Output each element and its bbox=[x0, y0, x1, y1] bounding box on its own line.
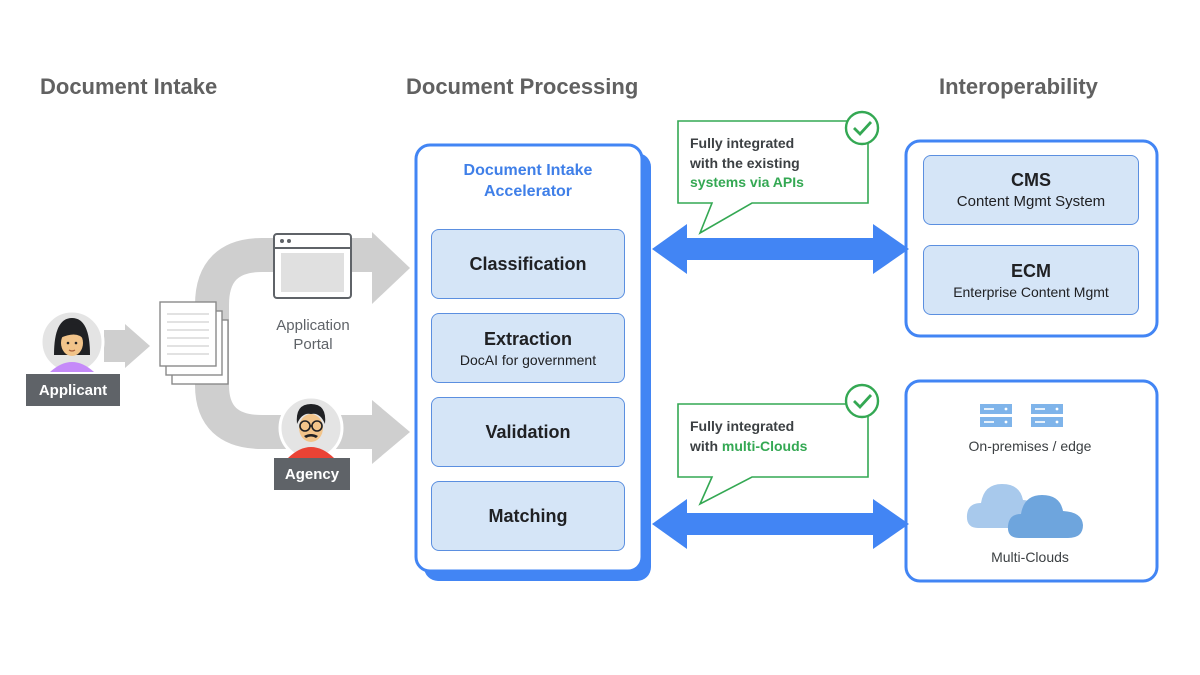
infrastructure-panel bbox=[904, 379, 1159, 583]
step-name: Matching bbox=[488, 505, 568, 526]
section-title-processing: Document Processing bbox=[406, 74, 639, 99]
step-name: Classification bbox=[469, 253, 587, 274]
step-name: Validation bbox=[485, 421, 571, 442]
section-title-interoperability: Interoperability bbox=[939, 74, 1098, 99]
system-name: CMS bbox=[1011, 170, 1051, 190]
step-subtitle: DocAI for government bbox=[459, 351, 597, 368]
accelerator-title: Document Intake Accelerator bbox=[430, 160, 626, 202]
step-extraction: Extraction DocAI for government bbox=[431, 313, 625, 383]
step-name: Extraction bbox=[483, 328, 573, 349]
accelerator-title-line1: Document Intake bbox=[463, 162, 593, 179]
callout-clouds-line2: with multi-Clouds bbox=[690, 437, 807, 457]
agency-tag: Agency bbox=[274, 458, 350, 490]
system-cms: CMS Content Mgmt System bbox=[923, 155, 1139, 225]
callout-clouds-text: Fully integrated with multi-Clouds bbox=[690, 417, 807, 456]
callout-apis-text: Fully integrated with the existing syste… bbox=[690, 134, 804, 193]
cloud-icon bbox=[966, 484, 1083, 538]
callout-clouds-highlight: multi-Clouds bbox=[721, 437, 808, 454]
browser-icon bbox=[273, 233, 352, 299]
server-icon bbox=[980, 404, 1012, 427]
flow-arrowhead-top bbox=[372, 232, 410, 304]
system-ecm: ECM Enterprise Content Mgmt bbox=[923, 245, 1139, 315]
flow-path-bottom bbox=[195, 340, 375, 449]
portal-label-line2: Portal bbox=[293, 336, 333, 353]
callout-clouds-line1: Fully integrated bbox=[690, 418, 795, 434]
step-matching: Matching bbox=[431, 481, 625, 551]
cloud-double-arrow bbox=[652, 499, 909, 549]
document-stack-icon bbox=[159, 301, 229, 385]
system-subtitle: Content Mgmt System bbox=[956, 193, 1106, 210]
system-name: ECM bbox=[1011, 260, 1051, 281]
flow-arrowhead-bottom bbox=[372, 400, 410, 464]
onprem-label: On-premises / edge bbox=[968, 438, 1092, 454]
multicloud-label: Multi-Clouds bbox=[991, 549, 1069, 565]
callout-apis-line2: with the existing bbox=[690, 154, 800, 171]
api-double-arrow bbox=[652, 224, 909, 274]
callout-clouds-prefix: with bbox=[690, 437, 722, 454]
step-validation: Validation bbox=[431, 397, 625, 467]
accelerator-title-line2: Accelerator bbox=[483, 183, 573, 200]
check-circle-icon bbox=[844, 110, 880, 146]
applicant-avatar bbox=[39, 309, 105, 375]
section-title-intake: Document Intake bbox=[40, 74, 218, 99]
applicant-tag: Applicant bbox=[26, 374, 120, 406]
portal-label-line1: Application bbox=[276, 317, 350, 334]
server-icon bbox=[1031, 404, 1063, 427]
callout-apis-line1: Fully integrated bbox=[690, 135, 795, 151]
check-circle-icon bbox=[844, 383, 880, 419]
system-subtitle: Enterprise Content Mgmt bbox=[953, 283, 1109, 300]
agency-avatar bbox=[278, 395, 344, 461]
step-classification: Classification bbox=[431, 229, 625, 299]
callout-apis-highlight: systems via APIs bbox=[690, 174, 804, 190]
portal-label: Application Portal bbox=[258, 316, 368, 354]
flow-arrow-applicant bbox=[104, 324, 150, 368]
